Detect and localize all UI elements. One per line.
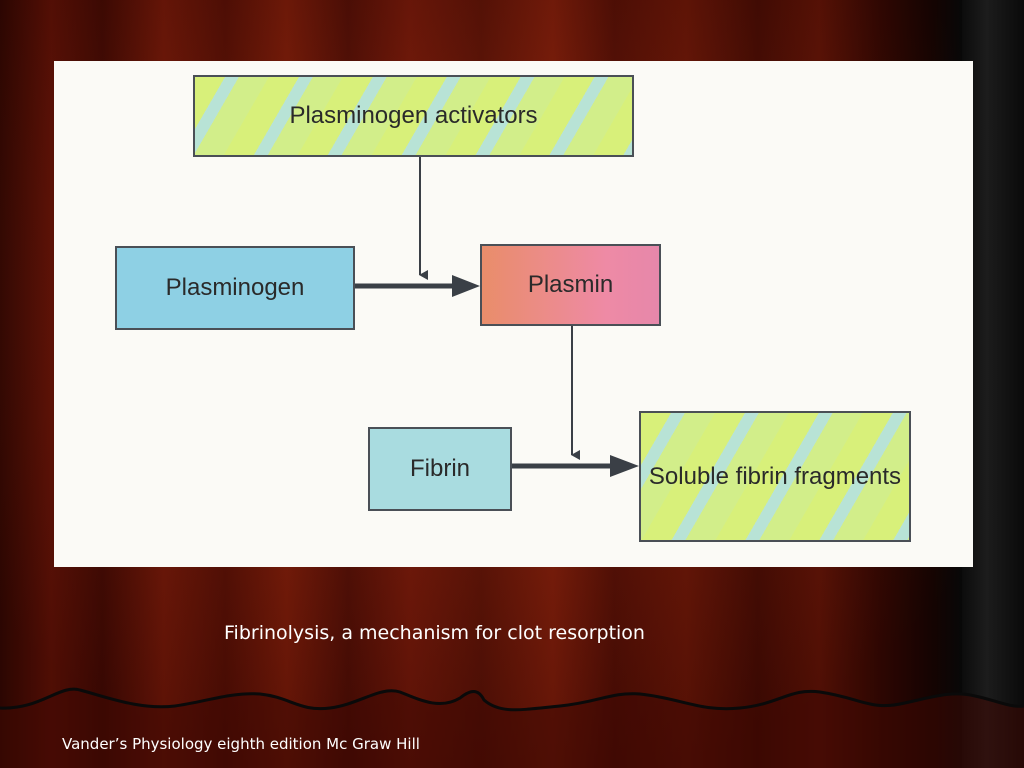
soluble-fibrin-fragments-label: Soluble fibrin fragments: [648, 462, 902, 490]
plasmin-label: Plasmin: [527, 271, 614, 298]
plasminogen-activators-box: Plasminogen activators: [193, 75, 634, 157]
torn-edge-divider: [0, 687, 1024, 768]
plasminogen-label: Plasminogen: [165, 274, 305, 301]
plasminogen-to-plasmin-arrowhead: [452, 275, 480, 297]
source-credit: Vander’s Physiology eighth edition Mc Gr…: [62, 735, 420, 753]
diagram-figure: Plasminogen activators Plasminogen Plasm…: [54, 61, 973, 567]
fibrin-box: Fibrin: [368, 427, 512, 511]
soluble-fibrin-fragments-box: Soluble fibrin fragments: [639, 411, 911, 542]
figure-caption: Fibrinolysis, a mechanism for clot resor…: [224, 622, 645, 644]
fibrin-label: Fibrin: [409, 455, 470, 482]
plasminogen-activators-label: Plasminogen activators: [289, 102, 538, 129]
plasmin-box: Plasmin: [480, 244, 661, 326]
fibrin-to-fragments-arrowhead: [610, 455, 639, 477]
diagram-arrows: [355, 157, 639, 477]
plasminogen-box: Plasminogen: [115, 246, 355, 330]
